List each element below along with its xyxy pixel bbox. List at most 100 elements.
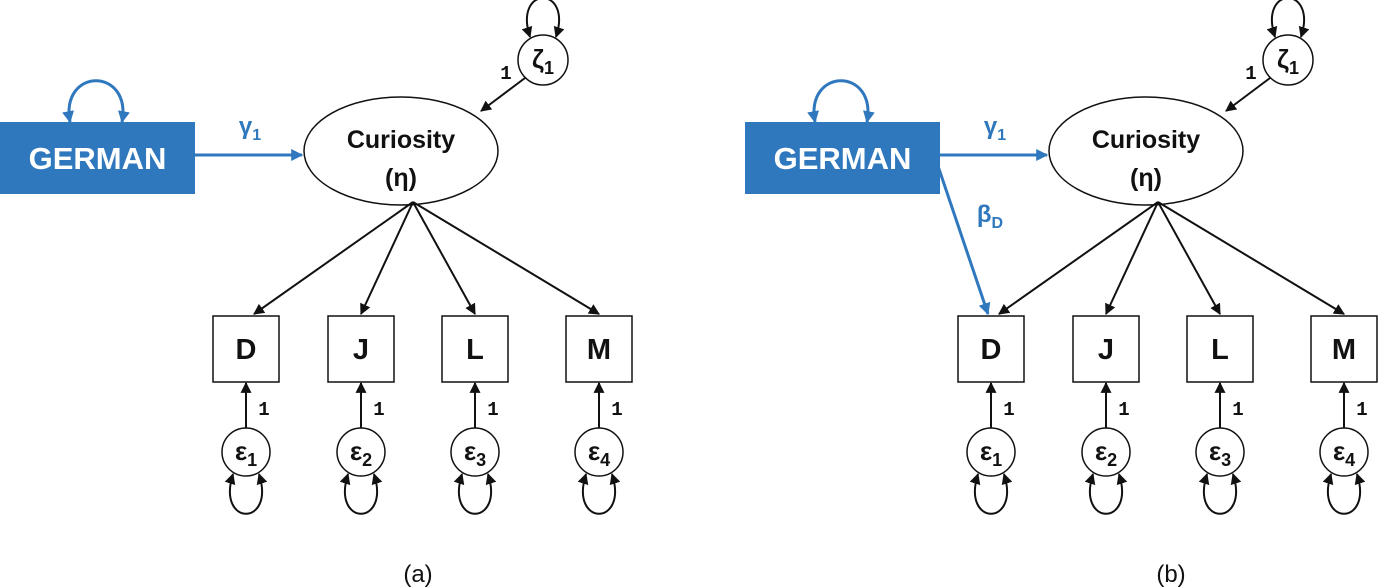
predictor-variance-loop [807, 79, 875, 124]
error-label-4-subscript: 4 [1345, 450, 1355, 470]
error-label-2: ε2 [1095, 436, 1117, 470]
panel-a: GERMANCuriosity(η)γ1ζ11Dε11Jε21Lε31Mε41(… [0, 0, 633, 588]
indicator-box-J [1072, 315, 1140, 383]
error-loading-4: 1 [611, 399, 622, 421]
indicator-label-M: M [1332, 334, 1356, 366]
error-label-3-symbol: ε [464, 436, 476, 466]
loading-path-L [412, 201, 476, 315]
latent-symbol: (η) [385, 164, 417, 192]
indicator-label-J: J [353, 334, 369, 366]
error-variance-loop-2 [339, 472, 383, 515]
disturbance-label-symbol: ζ [1277, 44, 1289, 74]
beta-path [936, 165, 991, 316]
disturbance-label-subscript: 1 [1289, 58, 1299, 78]
error-label-2-symbol: ε [350, 436, 362, 466]
disturbance-path [1225, 77, 1271, 112]
predictor-variance-loop [62, 79, 130, 124]
disturbance-label-symbol: ζ [532, 44, 544, 74]
error-variance-loop-1 [969, 472, 1013, 515]
error-label-3-symbol: ε [1209, 436, 1221, 466]
beta-label: βD [977, 201, 1003, 232]
gamma-label-symbol: γ [984, 113, 998, 140]
indicator-label-L: L [1211, 334, 1229, 366]
error-loading-2: 1 [1118, 399, 1129, 421]
loading-path-J [360, 201, 414, 315]
indicator-box-M [1310, 315, 1378, 383]
loading-path-M [1157, 201, 1345, 315]
error-label-1: ε1 [235, 436, 257, 470]
error-label-4-symbol: ε [588, 436, 600, 466]
loading-path-D [253, 201, 414, 315]
predictor-label: GERMAN [774, 141, 912, 176]
error-variance-loop-1 [224, 472, 268, 515]
error-label-1: ε1 [980, 436, 1002, 470]
error-loading-4: 1 [1356, 399, 1367, 421]
beta-label-symbol: β [977, 201, 992, 228]
loading-path-D [998, 201, 1159, 315]
error-label-1-symbol: ε [980, 436, 992, 466]
indicator-box-M [565, 315, 633, 383]
beta-label-subscript: D [992, 215, 1004, 232]
latent-label: Curiosity [1092, 126, 1200, 154]
indicator-box-D [957, 315, 1025, 383]
loading-path-J [1105, 201, 1159, 315]
gamma-label: γ1 [239, 113, 261, 144]
gamma-label-subscript: 1 [252, 127, 261, 144]
error-label-1-subscript: 1 [992, 450, 1002, 470]
indicator-label-D: D [236, 334, 257, 366]
error-variance-loop-4 [577, 472, 621, 515]
latent-symbol: (η) [1130, 164, 1162, 192]
error-label-2-symbol: ε [1095, 436, 1107, 466]
error-loading-2: 1 [373, 399, 384, 421]
error-variance-loop-2 [1084, 472, 1128, 515]
predictor-box [0, 122, 195, 194]
latent-ellipse [303, 96, 499, 206]
panel-caption: (b) [1156, 561, 1185, 588]
error-label-4: ε4 [588, 436, 610, 470]
disturbance-variance-loop [521, 0, 565, 39]
error-loading-1: 1 [1003, 399, 1014, 421]
error-label-2-subscript: 2 [362, 450, 372, 470]
error-label-4: ε4 [1333, 436, 1355, 470]
disturbance-loading: 1 [1245, 63, 1256, 85]
panel-b: GERMANCuriosity(η)γ1ζ11Dε11Jε21Lε31Mε41β… [745, 0, 1378, 588]
error-label-3: ε3 [464, 436, 486, 470]
indicator-box-J [327, 315, 395, 383]
error-variance-loop-3 [1198, 472, 1242, 515]
error-loading-3: 1 [1232, 399, 1243, 421]
predictor-box [745, 122, 940, 194]
error-label-1-subscript: 1 [247, 450, 257, 470]
error-loading-3: 1 [487, 399, 498, 421]
predictor-label: GERMAN [29, 141, 167, 176]
error-label-3: ε3 [1209, 436, 1231, 470]
indicator-box-D [212, 315, 280, 383]
disturbance-path [480, 77, 526, 112]
error-label-3-subscript: 3 [476, 450, 486, 470]
gamma-label: γ1 [984, 113, 1006, 144]
panel-caption: (a) [403, 561, 432, 588]
indicator-label-M: M [587, 334, 611, 366]
error-loading-1: 1 [258, 399, 269, 421]
latent-ellipse [1048, 96, 1244, 206]
gamma-label-subscript: 1 [997, 127, 1006, 144]
disturbance-label: ζ1 [532, 44, 554, 78]
error-label-4-subscript: 4 [600, 450, 610, 470]
indicator-label-L: L [466, 334, 484, 366]
indicator-box-L [1186, 315, 1254, 383]
indicator-label-J: J [1098, 334, 1114, 366]
error-label-1-symbol: ε [235, 436, 247, 466]
loading-path-L [1157, 201, 1221, 315]
disturbance-loading: 1 [500, 63, 511, 85]
disturbance-variance-loop [1266, 0, 1310, 39]
error-label-3-subscript: 3 [1221, 450, 1231, 470]
error-variance-loop-4 [1322, 472, 1366, 515]
error-label-4-symbol: ε [1333, 436, 1345, 466]
loading-path-M [412, 201, 600, 315]
disturbance-label: ζ1 [1277, 44, 1299, 78]
latent-label: Curiosity [347, 126, 455, 154]
error-label-2: ε2 [350, 436, 372, 470]
indicator-label-D: D [981, 334, 1002, 366]
disturbance-label-subscript: 1 [544, 58, 554, 78]
